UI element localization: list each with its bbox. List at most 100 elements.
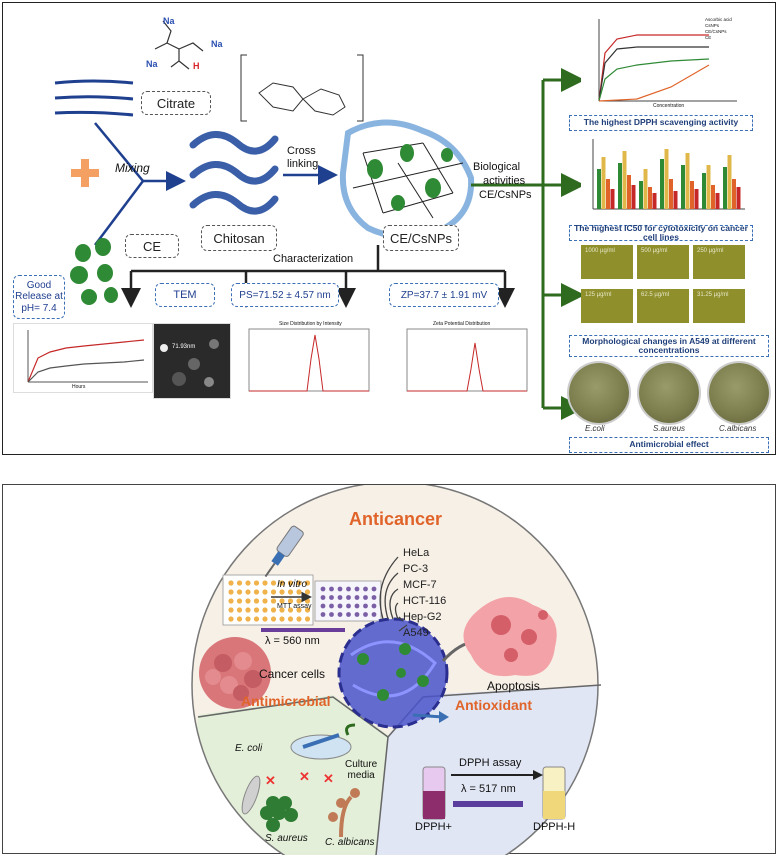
well bbox=[236, 580, 243, 586]
well bbox=[329, 586, 334, 592]
antioxidant-title: Antioxidant bbox=[455, 697, 532, 713]
well bbox=[279, 616, 285, 622]
dish-label-saureus: S.aureus bbox=[653, 424, 686, 433]
well bbox=[329, 603, 334, 609]
well bbox=[270, 607, 277, 613]
well bbox=[363, 603, 368, 609]
ic50-bar bbox=[648, 187, 652, 209]
activities-panel: ✕✕✕ Anticancer Antimicrobial Antioxidant… bbox=[2, 484, 776, 855]
well bbox=[337, 612, 343, 617]
well bbox=[337, 586, 343, 592]
dpph-chart: Concentration Ascorbic acid CsNPs CE/CsN… bbox=[581, 13, 751, 113]
synthesis-panel: Na Na Na H Citrate Mixing Cross linking … bbox=[2, 2, 776, 455]
well bbox=[253, 598, 260, 604]
well bbox=[279, 598, 285, 604]
dpph-legend-2: CsNPs bbox=[705, 23, 720, 28]
well bbox=[270, 616, 277, 622]
in-vitro-label: In vitro bbox=[277, 579, 308, 590]
cell-image-label-1: 1000 µg/ml bbox=[585, 248, 615, 254]
calbicans-label: C. albicans bbox=[325, 837, 375, 848]
chitosan-box: Chitosan bbox=[201, 225, 277, 251]
culture-media-label: Culture media bbox=[345, 759, 378, 781]
well bbox=[337, 595, 343, 600]
mixing-label: Mixing bbox=[115, 161, 150, 175]
well bbox=[279, 607, 285, 613]
ps-box: PS=71.52 ± 4.57 nm bbox=[231, 283, 339, 307]
svg-text:✕: ✕ bbox=[299, 769, 310, 784]
cell-line-mcf7: MCF-7 bbox=[403, 579, 437, 591]
well bbox=[245, 616, 251, 622]
well bbox=[304, 607, 311, 613]
well bbox=[253, 580, 260, 586]
ic50-bar bbox=[732, 179, 736, 209]
well bbox=[228, 616, 234, 622]
cell-line-a549: A549 bbox=[403, 627, 429, 639]
well bbox=[320, 595, 326, 600]
na-label-1: Na bbox=[163, 16, 175, 26]
well bbox=[262, 598, 268, 604]
synthesis-svg bbox=[54, 20, 585, 420]
cell-image-2: 500 µg/ml bbox=[637, 245, 689, 279]
well bbox=[287, 607, 294, 613]
microbes bbox=[241, 733, 360, 838]
ic50-bar bbox=[673, 191, 678, 209]
ic50-bar bbox=[664, 149, 669, 209]
calbicans-dish bbox=[709, 363, 769, 423]
na-label-3: Na bbox=[146, 59, 158, 69]
nanoparticle-network bbox=[339, 119, 475, 240]
saureus-dish bbox=[639, 363, 699, 423]
bio-label-3: CE/CsNPs bbox=[479, 189, 532, 201]
crosslinking-label: Cross linking bbox=[287, 145, 319, 170]
release-chart: Hours bbox=[13, 323, 153, 393]
well bbox=[329, 595, 334, 600]
well bbox=[296, 580, 302, 586]
ic50-bar bbox=[706, 165, 711, 209]
ic50-bar bbox=[736, 187, 741, 209]
well bbox=[253, 616, 260, 622]
ic50-bar bbox=[639, 181, 643, 209]
well bbox=[346, 603, 351, 609]
ic50-bar bbox=[627, 175, 631, 209]
ic50-chart-svg bbox=[592, 139, 745, 210]
well bbox=[262, 607, 268, 613]
caption-morph: Morphological changes in A549 at differe… bbox=[569, 335, 769, 357]
well bbox=[346, 586, 351, 592]
well bbox=[253, 607, 260, 613]
size-chart: Size Distribution by Intensity bbox=[235, 319, 375, 403]
well bbox=[296, 607, 302, 613]
cell-image-label-4: 125 µg/ml bbox=[585, 292, 612, 298]
well bbox=[304, 589, 311, 595]
well bbox=[363, 612, 368, 617]
well bbox=[346, 612, 351, 617]
ic50-bar bbox=[660, 159, 664, 209]
ic50-bar bbox=[690, 181, 694, 209]
dpph-legend-3: CE/CsNPs bbox=[705, 29, 727, 34]
well bbox=[296, 589, 302, 595]
well bbox=[371, 603, 377, 609]
well bbox=[354, 586, 360, 592]
cell-image-label-3: 250 µg/ml bbox=[697, 248, 724, 254]
ic50-bar bbox=[610, 189, 615, 209]
ic50-bar bbox=[711, 185, 715, 209]
mtt-label: MTT assay bbox=[277, 603, 312, 610]
chitosan-strands bbox=[189, 131, 279, 215]
size-chart-svg bbox=[248, 328, 370, 392]
well bbox=[304, 580, 311, 586]
well bbox=[270, 580, 277, 586]
size-chart-title: Size Distribution by Intensity bbox=[279, 321, 342, 327]
tem-image: 71.93nm bbox=[153, 323, 231, 399]
cell-line-hct116: HCT-116 bbox=[403, 595, 447, 607]
ce-box: CE bbox=[125, 234, 179, 258]
tem-scale-label: 71.93nm bbox=[172, 344, 196, 350]
activities-svg: ✕✕✕ bbox=[191, 485, 602, 855]
well bbox=[287, 616, 294, 622]
cell-image-5: 62.5 µg/ml bbox=[637, 289, 689, 323]
release-chart-svg bbox=[27, 330, 148, 383]
svg-text:✕: ✕ bbox=[265, 773, 276, 788]
well bbox=[371, 586, 377, 592]
well bbox=[354, 595, 360, 600]
well bbox=[337, 603, 343, 609]
ecoli-label: E. coli bbox=[235, 743, 263, 754]
well bbox=[236, 598, 243, 604]
release-xlabel: Hours bbox=[72, 384, 86, 390]
